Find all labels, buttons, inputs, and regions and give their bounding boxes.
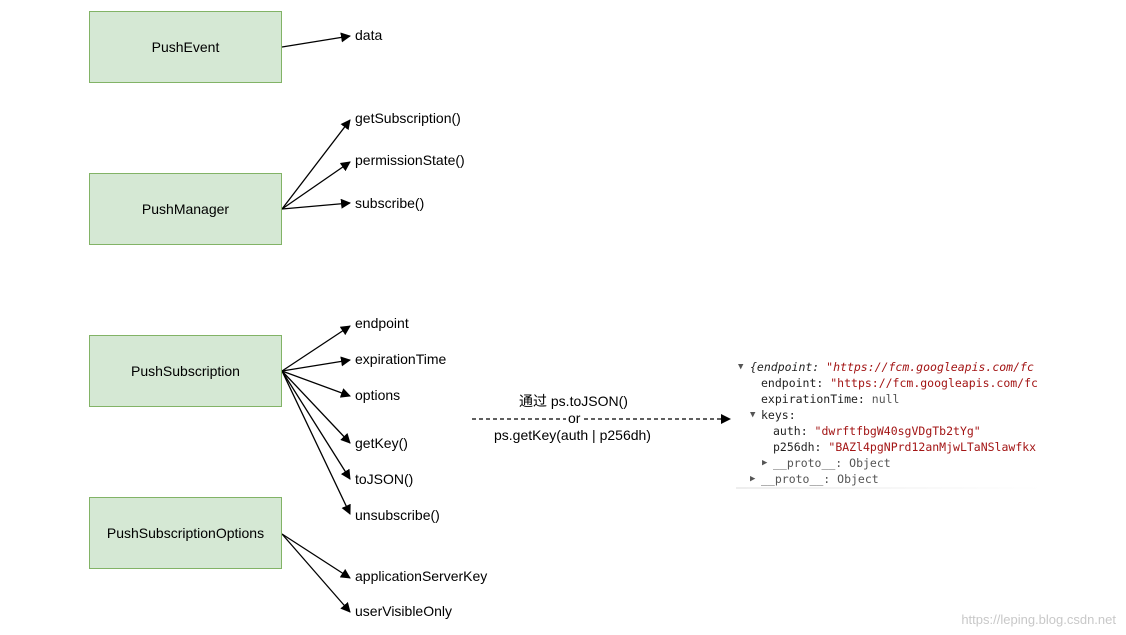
console-endpoint-value: "https://fcm.googleapis.com/fc bbox=[830, 376, 1038, 390]
console-line-proto-inner: ▶ __proto__: Object bbox=[762, 455, 891, 471]
member-permissionstate: permissionState() bbox=[355, 152, 465, 168]
console-keys-key: keys: bbox=[761, 408, 796, 422]
console-expiration-value: null bbox=[871, 392, 900, 406]
arrow-pushmanager-subscribe bbox=[281, 198, 351, 210]
arrow-pushmanager-getsubscription bbox=[281, 119, 351, 210]
console-line-keys: ▼ keys: bbox=[750, 407, 796, 423]
arrow-options-uservisibleonly bbox=[281, 533, 351, 613]
console-root-value: "https://fcm.googleapis.com/fc bbox=[826, 360, 1034, 374]
arrow-pushsubscription-getkey bbox=[281, 370, 351, 444]
member-data: data bbox=[355, 27, 383, 43]
arrow-pushsubscription-unsubscribe bbox=[281, 370, 351, 515]
console-output: ▼ {endpoint: "https://fcm.googleapis.com… bbox=[736, 357, 1042, 489]
console-bottom-fade bbox=[736, 487, 1042, 489]
box-pushmanager: PushManager bbox=[89, 173, 282, 245]
arrow-pushmanager-permissionstate bbox=[281, 161, 351, 210]
console-endpoint-key: endpoint: bbox=[761, 376, 831, 390]
console-p256dh-value: "BAZl4pgNPrd12anMjwLTaNSlawfkx bbox=[828, 440, 1037, 454]
member-tojson: toJSON() bbox=[355, 471, 414, 487]
member-getkey: getKey() bbox=[355, 435, 408, 451]
member-expirationtime: expirationTime bbox=[355, 351, 447, 367]
console-line-p256dh: p256dh: "BAZl4pgNPrd12anMjwLTaNSlawfkx bbox=[773, 439, 1036, 455]
arrow-pushsubscription-expirationtime bbox=[281, 356, 351, 372]
member-applicationserverkey: applicationServerKey bbox=[355, 568, 488, 584]
arrow-pushsubscription-endpoint bbox=[281, 325, 351, 372]
console-line-expiration: expirationTime: null bbox=[761, 391, 899, 407]
watermark: https://leping.blog.csdn.net bbox=[961, 612, 1116, 627]
arrow-options-applicationserverkey bbox=[281, 533, 351, 579]
member-getsubscription: getSubscription() bbox=[355, 110, 461, 126]
arrow-pushsubscription-options bbox=[281, 370, 351, 398]
conversion-label-tojson: 通过 ps.toJSON() bbox=[519, 393, 628, 409]
console-proto-outer: __proto__: Object bbox=[761, 472, 879, 486]
member-uservisibleonly: userVisibleOnly bbox=[355, 603, 453, 619]
member-subscribe: subscribe() bbox=[355, 195, 425, 211]
expand-triangle-right-icon[interactable]: ▶ bbox=[750, 474, 756, 484]
console-expiration-key: expirationTime: bbox=[761, 392, 872, 406]
conversion-label-getkey: ps.getKey(auth | p256dh) bbox=[494, 427, 651, 443]
box-pushevent: PushEvent bbox=[89, 11, 282, 83]
member-endpoint: endpoint bbox=[355, 315, 409, 331]
console-line-auth: auth: "dwrftfbgW40sgVDgTb2tYg" bbox=[773, 423, 981, 439]
member-options: options bbox=[355, 387, 401, 403]
expand-triangle-down-icon[interactable]: ▼ bbox=[750, 410, 756, 420]
console-auth-key: auth: bbox=[773, 424, 815, 438]
arrow-pushevent-data bbox=[281, 32, 351, 48]
console-line-proto-outer: ▶ __proto__: Object bbox=[750, 471, 879, 487]
console-line-root: ▼ {endpoint: "https://fcm.googleapis.com… bbox=[738, 359, 1034, 375]
member-unsubscribe: unsubscribe() bbox=[355, 507, 440, 523]
box-pushsubscription-label: PushSubscription bbox=[131, 363, 240, 379]
box-pushsubscription: PushSubscription bbox=[89, 335, 282, 407]
expand-triangle-right-icon[interactable]: ▶ bbox=[762, 458, 768, 468]
console-auth-value: "dwrftfbgW40sgVDgTb2tYg" bbox=[814, 424, 981, 438]
conversion-label-or: or bbox=[566, 410, 583, 426]
console-p256dh-key: p256dh: bbox=[773, 440, 829, 454]
box-pushsubscriptionoptions: PushSubscriptionOptions bbox=[89, 497, 282, 569]
console-line-endpoint: endpoint: "https://fcm.googleapis.com/fc bbox=[761, 375, 1038, 391]
console-proto-inner: __proto__: Object bbox=[773, 456, 891, 470]
box-pushsubscriptionoptions-label: PushSubscriptionOptions bbox=[106, 525, 265, 541]
box-pushmanager-label: PushManager bbox=[141, 201, 230, 217]
arrow-pushsubscription-tojson bbox=[281, 370, 351, 480]
box-pushevent-label: PushEvent bbox=[151, 39, 220, 55]
console-root-key: {endpoint: bbox=[750, 360, 827, 374]
expand-triangle-down-icon[interactable]: ▼ bbox=[738, 362, 744, 372]
